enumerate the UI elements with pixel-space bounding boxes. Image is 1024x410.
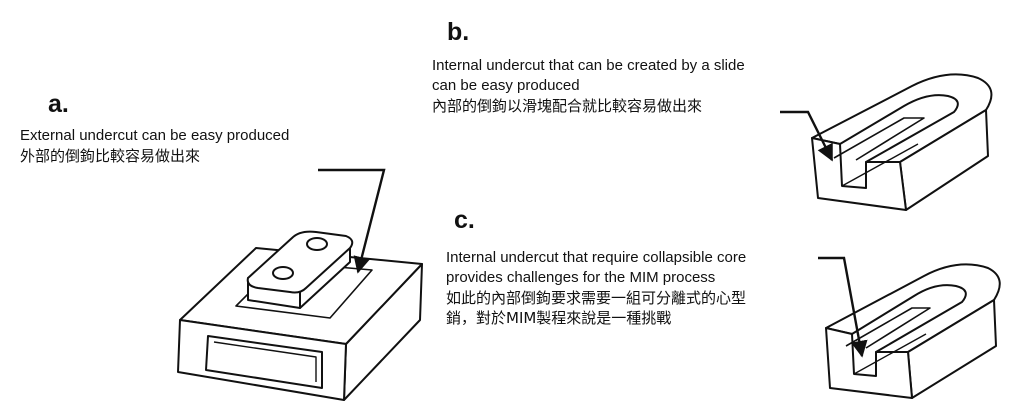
panel-b-letter: b. — [447, 18, 470, 46]
caption-b-zh-line-1: 內部的倒鉤以滑塊配合就比較容易做出來 — [432, 97, 703, 115]
caption-c-en-line-1: Internal undercut that require collapsib… — [446, 249, 747, 266]
slot-b-floor-edge — [841, 143, 919, 187]
part-b-slot-part — [811, 73, 993, 211]
boss-hole-front — [272, 266, 294, 280]
slot-b-undercut-ledge — [833, 117, 925, 161]
caption-c-en-line-2: provides challenges for the MIM process — [446, 269, 716, 286]
boss-hole-back — [306, 237, 328, 251]
caption-c-zh-line-2: 銷，對於MIM製程來說是一種挑戰 — [446, 309, 672, 327]
housing-front-window — [205, 335, 323, 389]
caption-b-en-line-2: can be easy produced — [432, 77, 580, 94]
caption-b-en-line-1: Internal undercut that can be created by… — [432, 57, 745, 74]
pointer-arrow-b — [780, 110, 834, 162]
caption-a-en-line-1: External undercut can be easy produced — [20, 127, 290, 144]
window-inner-edge — [213, 341, 317, 382]
part-a-housing — [177, 230, 423, 401]
pointer-arrow-c — [818, 256, 868, 358]
caption-c-zh-line-1: 如此的內部倒鉤要求需要一組可分離式的心型 — [446, 289, 747, 307]
panel-a-letter: a. — [48, 90, 69, 118]
slot-c-floor-edge — [853, 333, 927, 375]
panel-c-caption: Internal undercut that require collapsib… — [446, 248, 746, 328]
slot-part-b-front — [811, 137, 907, 211]
panel-c-letter: c. — [454, 206, 475, 234]
panel-a-caption: External undercut can be easy produced 外… — [20, 126, 289, 166]
pointer-arrow-a — [318, 168, 386, 274]
slot-c-undercut-ledge — [845, 307, 931, 349]
panel-b-caption: Internal undercut that can be created by… — [432, 56, 745, 116]
part-c-slot-part — [825, 263, 1001, 399]
caption-a-zh-line-1: 外部的倒鉤比較容易做出來 — [20, 147, 201, 165]
